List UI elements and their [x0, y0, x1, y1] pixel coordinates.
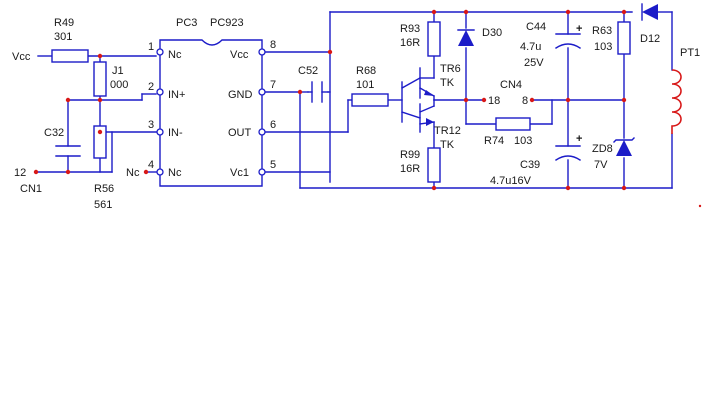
c52: C52	[298, 65, 329, 103]
j1-value: 000	[110, 79, 128, 91]
ic-pin-8	[258, 48, 266, 56]
ic-pin2-number: 2	[148, 81, 154, 93]
pt1-ref: PT1	[680, 47, 700, 59]
ic-pin7-number: 7	[270, 79, 276, 91]
ic-pin6-number: 6	[270, 119, 276, 131]
tr12-value: TK	[440, 139, 455, 151]
ic-pin-1	[156, 48, 164, 56]
junctions	[33, 9, 702, 208]
c32-ref: C32	[44, 127, 64, 139]
cn1: 12 CN1	[14, 167, 42, 195]
ic-pin3-number: 3	[148, 119, 154, 131]
tr12: TR12 TK	[401, 103, 461, 151]
c39-value: 4.7u16V	[490, 175, 532, 187]
r49: R49 301	[51, 17, 89, 63]
ic-pin6-name: OUT	[228, 127, 252, 139]
wires	[35, 11, 673, 189]
cn1-label: CN1	[20, 183, 42, 195]
nc-outside-label: Nc	[126, 167, 140, 179]
ic-pin1-name: Nc	[168, 49, 182, 61]
r49-ref: R49	[54, 17, 74, 29]
ic-pin5-number: 5	[270, 159, 276, 171]
r99-value: 16R	[400, 163, 420, 175]
r99-ref: R99	[400, 149, 420, 161]
r63: R63 103	[592, 21, 631, 55]
r93-value: 16R	[400, 37, 420, 49]
ic-pin-7	[258, 88, 266, 96]
tr6-ref: TR6	[440, 63, 461, 75]
ic-body	[159, 39, 263, 187]
ic-pc923: PC3 PC923 1 Nc 2 IN+ 3 IN- 4 Nc 8 Vcc 7 …	[126, 17, 276, 187]
r93: R93 16R	[400, 21, 441, 57]
cn4-pin-b: 8	[522, 95, 528, 107]
r68-value: 101	[356, 79, 374, 91]
ic-pin-6	[258, 128, 266, 136]
ic-pin-3	[156, 128, 164, 136]
ic-pin3-name: IN-	[168, 127, 183, 139]
cn4-pin-a: 18	[488, 95, 500, 107]
ic-pin4-name: Nc	[168, 167, 182, 179]
tr6: TR6 TK	[401, 63, 461, 99]
r74: R74 103	[484, 117, 532, 147]
r56: R56 561	[93, 125, 114, 211]
tr12-ref: TR12	[434, 125, 461, 137]
c32: C32	[44, 127, 81, 157]
c39-ref: C39	[520, 159, 540, 171]
ic-part-label: PC923	[210, 17, 244, 29]
ic-pin-5	[258, 168, 266, 176]
r49-value: 301	[54, 31, 72, 43]
cn4: CN4 18 8	[488, 79, 528, 107]
ic-pin8-name: Vcc	[230, 49, 249, 61]
r63-ref: R63	[592, 25, 612, 37]
ic-pin8-number: 8	[270, 39, 276, 51]
r93-ref: R93	[400, 23, 420, 35]
tr6-value: TK	[440, 77, 455, 89]
r63-value: 103	[594, 41, 612, 53]
r99: R99 16R	[400, 147, 441, 183]
c44-ref: C44	[526, 21, 546, 33]
j1-ref: J1	[112, 65, 124, 77]
ic-pin5-name: Vc1	[230, 167, 249, 179]
cn1-pin-number: 12	[14, 167, 26, 179]
d30: D30	[457, 27, 502, 46]
zd8-value: 7V	[594, 159, 608, 171]
ic-pin7-name: GND	[228, 89, 253, 101]
zd8: ZD8 7V	[592, 137, 635, 171]
c52-ref: C52	[298, 65, 318, 77]
ic-pin1-number: 1	[148, 41, 154, 53]
ic-pin-2	[156, 88, 164, 96]
pt1: PT1	[671, 47, 700, 134]
r74-ref: R74	[484, 135, 504, 147]
ic-pin4-number: 4	[148, 159, 154, 171]
d12: D12	[640, 3, 660, 45]
c44-polarity: +	[576, 23, 582, 35]
r56-ref: R56	[94, 183, 114, 195]
ic-ref-label: PC3	[176, 17, 197, 29]
d30-ref: D30	[482, 27, 502, 39]
j1: J1 000	[93, 61, 128, 97]
c44: + C44 4.7u 25V	[520, 21, 582, 69]
d12-ref: D12	[640, 33, 660, 45]
cn4-label: CN4	[500, 79, 522, 91]
c39: + C39 4.7u16V	[490, 133, 582, 187]
r74-value: 103	[514, 135, 532, 147]
r68: R68 101	[351, 65, 389, 107]
c44-value-1: 4.7u	[520, 41, 541, 53]
r68-ref: R68	[356, 65, 376, 77]
ic-pin-4	[156, 168, 164, 176]
c44-value-2: 25V	[524, 57, 544, 69]
r56-value: 561	[94, 199, 112, 211]
zd8-ref: ZD8	[592, 143, 613, 155]
ic-pin2-name: IN+	[168, 89, 185, 101]
vcc-label: Vcc	[12, 51, 31, 63]
c39-polarity: +	[576, 133, 582, 145]
